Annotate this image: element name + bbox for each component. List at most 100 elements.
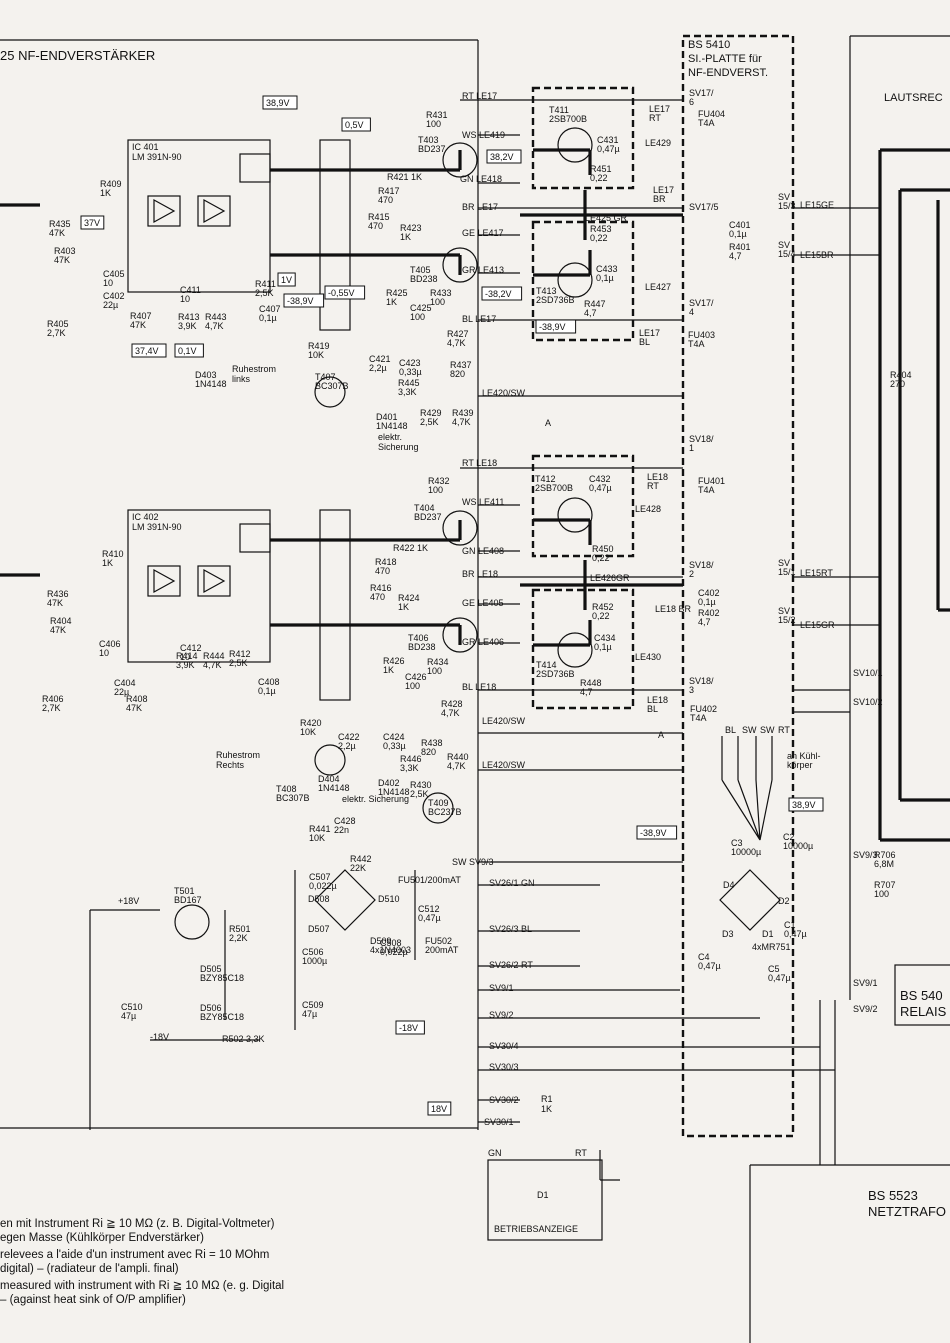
- comp-psu-label: +18V: [118, 896, 139, 906]
- comp-lower-label: 0,1µ: [258, 686, 276, 696]
- transformer-board-frame: [749, 1164, 950, 1343]
- relay-board-title-1: BS 540: [900, 988, 943, 1003]
- comp-lower-label: 0,22: [592, 553, 610, 563]
- comp-lower-label: 0,33µ: [383, 741, 406, 751]
- vboxes-label: 18V: [431, 1104, 447, 1114]
- voltage-box: [535, 319, 577, 334]
- comp-upper-label: 10: [103, 278, 113, 288]
- note-fr-1-tail: i = 10 MOhm: [203, 1249, 270, 1261]
- page-title: 25 NF-ENDVERSTÄRKER: [0, 48, 155, 63]
- note-fr-1: relevees a l'aide d'un instrument avec R: [0, 1249, 204, 1261]
- conn-left-label: BL LE18: [462, 682, 496, 692]
- comp-lower-label: R410: [102, 549, 124, 559]
- note-fr-2: digital) – (radiateur de l'ampli. final): [0, 1262, 179, 1275]
- comp-upper-label: R451: [590, 164, 612, 174]
- conn-right-label: LE15GE: [800, 200, 834, 210]
- conn-left-label: LE420/SW: [482, 388, 526, 398]
- comp-lower-label: C412: [180, 643, 202, 653]
- comp-upper-label: R419: [308, 341, 330, 351]
- conn-board-label: LE429: [645, 138, 671, 148]
- comp-upper-label: 10: [180, 294, 190, 304]
- comp-upper-label: 0,1µ: [259, 313, 277, 323]
- comp-lower-label: 22n: [334, 825, 349, 835]
- note-de-1-tail: i ≧ 10 MΩ (z. B. Digital-Voltmeter): [100, 1218, 275, 1230]
- comp-lower-label: C428: [334, 816, 356, 826]
- comp-upper-label: C425: [410, 303, 432, 313]
- comp-upper-label: C423: [399, 358, 421, 368]
- conn-left-label: SV26/1 GN: [489, 878, 535, 888]
- comp-lower-label: R450: [592, 544, 614, 554]
- ruhestrom-links-label: Ruhestrom: [232, 364, 276, 374]
- comp-lower-label: R412: [229, 649, 251, 659]
- relay-board-title-2: RELAIS: [900, 1004, 947, 1019]
- comp-upper-label: C407: [259, 304, 281, 314]
- comp-psu-label: D510: [378, 894, 400, 904]
- conn-right-label: SV: [778, 192, 790, 202]
- comp-upper-label: 0,22: [590, 233, 608, 243]
- conn-board-label: RT: [649, 113, 661, 123]
- comp-upper-label: T411: [549, 105, 569, 115]
- conn-board-label: LE18: [647, 472, 668, 482]
- led-d1-label: D1: [537, 1190, 549, 1200]
- comp-lower-label: C404: [114, 678, 136, 688]
- conn-right-label: SV9/2: [853, 1004, 878, 1014]
- conn-left-label: SV26/3 BL: [489, 924, 532, 934]
- comp-lower-label: 22K: [350, 863, 366, 873]
- conn-board-label: LE17: [649, 104, 670, 114]
- comp-upper-label: R413: [178, 312, 200, 322]
- main-board-border: [0, 40, 479, 1130]
- comp-lower-label: 3,9K: [176, 660, 195, 670]
- comp-lower-label: R426: [383, 656, 405, 666]
- comp-lower-label: D402: [378, 778, 400, 788]
- conn-left-label: SV30/2: [489, 1095, 519, 1105]
- comp-upper-label: 4,7: [584, 308, 597, 318]
- conn-left-label: BL LE17: [462, 314, 496, 324]
- transformer-wires: [599, 1000, 836, 1181]
- conn-right-label: LE15RT: [800, 568, 833, 578]
- t413-module: [531, 220, 635, 342]
- voltage-box: [174, 343, 204, 358]
- voltage-box: [277, 272, 296, 287]
- vboxes-label: 37V: [84, 218, 100, 228]
- sicherung1-label: elektr.: [378, 432, 402, 442]
- board-title-line1: BS 5410: [688, 39, 730, 51]
- comp-upper-label: 2,5K: [420, 417, 439, 427]
- upper-channel-power-path: [0, 148, 683, 277]
- comp-psu-label: BZY85C18: [200, 1012, 244, 1022]
- comp-lower-label: 10: [99, 648, 109, 658]
- conn-board-label: LE426GR: [590, 573, 630, 583]
- vboxes-label: 38,9V: [792, 800, 816, 810]
- comp-upper-label: R453: [590, 224, 612, 234]
- bridge-rectifier-psu: [314, 869, 376, 931]
- conn-board-label: LE18 BR: [655, 604, 692, 614]
- vboxes-label: -18V: [399, 1023, 418, 1033]
- comp-lower-label: 10K: [309, 833, 325, 843]
- conn-board-label: SV18/: [689, 434, 714, 444]
- comp-upper-label: 4,7K: [452, 417, 471, 427]
- conn-left-label: WS LE411: [462, 497, 504, 507]
- comp-upper-label: C421: [369, 354, 391, 364]
- comp-lower-label: 1K: [102, 558, 113, 568]
- comp-psu-label: C506: [302, 947, 324, 957]
- conn-left-label: SV26/2 RT: [489, 960, 533, 970]
- comp-upper-label: D403: [195, 370, 217, 380]
- note-en-2: – (against heat sink of O/P amplifier): [0, 1293, 186, 1306]
- comp-upper-label: BD237: [418, 144, 446, 154]
- components-upper: R431100T403BD237T4112SB700BC4310,47µR451…: [47, 105, 620, 431]
- comp-lower-label: R452: [592, 602, 614, 612]
- ic402-pin-frame: [319, 509, 351, 701]
- transistors: [174, 127, 593, 940]
- arrow-a-upper: A: [545, 418, 551, 428]
- conn-board-label: 4: [689, 307, 694, 317]
- comp-upper-label: 820: [450, 369, 465, 379]
- note-de-2: egen Masse (Kühlkörper Endverstärker): [0, 1231, 204, 1244]
- ic401-box: [127, 139, 271, 293]
- bridge-rectifier: [719, 869, 781, 931]
- comp-upper-label: R403: [54, 246, 76, 256]
- conn-board-label: SV17/: [689, 88, 714, 98]
- comp-lower-label: R446: [400, 754, 422, 764]
- conn-left-label: RT LE18: [462, 458, 497, 468]
